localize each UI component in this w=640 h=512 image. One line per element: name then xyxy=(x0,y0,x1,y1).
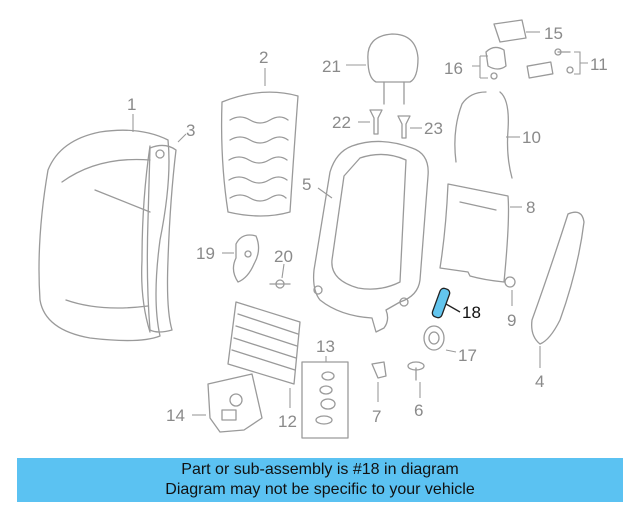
part-bracket[interactable] xyxy=(232,234,260,283)
callout-23: 23 xyxy=(424,119,443,138)
callout-5: 5 xyxy=(302,175,311,194)
callout-6: 6 xyxy=(414,401,423,420)
callout-9: 9 xyxy=(507,311,516,330)
callout-8: 8 xyxy=(526,198,535,217)
callout-15: 15 xyxy=(544,24,563,43)
part-switch-16[interactable] xyxy=(485,46,507,80)
callout-7: 7 xyxy=(372,407,381,426)
banner-line-1: Part or sub-assembly is #18 in diagram xyxy=(181,461,459,478)
callout-22: 22 xyxy=(332,113,351,132)
callout-14: 14 xyxy=(166,406,185,425)
callout-11: 11 xyxy=(590,55,608,74)
callout-1: 1 xyxy=(127,95,136,114)
part-seat-back-frame[interactable] xyxy=(312,140,429,333)
part-clips-kit[interactable] xyxy=(301,361,349,439)
callout-2: 2 xyxy=(259,48,268,67)
part-cable-10[interactable] xyxy=(454,91,513,179)
info-banner: Part or sub-assembly is #18 in diagram D… xyxy=(17,458,623,502)
callout-12: 12 xyxy=(278,412,297,431)
callout-16: 16 xyxy=(444,59,463,78)
part-side-cover-4[interactable] xyxy=(531,211,585,345)
parts-diagram: 1 3 2 21 22 23 5 xyxy=(38,19,608,439)
part-connector-11[interactable] xyxy=(526,48,574,79)
part-pin-6[interactable] xyxy=(407,361,425,381)
part-button-9[interactable] xyxy=(504,276,516,288)
part-headrest[interactable] xyxy=(367,33,419,105)
callout-20: 20 xyxy=(274,247,293,266)
part-headrest-guide-22[interactable] xyxy=(369,109,383,135)
callout-4: 4 xyxy=(535,372,544,391)
part-clip-7[interactable] xyxy=(371,361,387,379)
part-lumbar-mechanism[interactable] xyxy=(207,373,263,433)
callout-3: 3 xyxy=(186,121,195,140)
callout-21: 21 xyxy=(322,57,341,76)
banner-line-2: Diagram may not be specific to your vehi… xyxy=(165,481,475,498)
part-18-highlighted[interactable] xyxy=(431,287,451,319)
callout-10: 10 xyxy=(522,128,541,147)
part-seat-back-cover[interactable] xyxy=(38,129,170,342)
callout-13: 13 xyxy=(316,337,335,356)
part-seat-back-pad[interactable] xyxy=(220,91,299,217)
callout-19: 19 xyxy=(196,244,215,263)
callout-17: 17 xyxy=(458,346,477,365)
part-bezel-15[interactable] xyxy=(493,19,527,43)
part-back-panel[interactable] xyxy=(439,183,510,283)
part-side-trim[interactable] xyxy=(146,144,177,333)
part-headrest-guide-23[interactable] xyxy=(397,115,411,139)
part-lumbar-support[interactable] xyxy=(227,301,301,385)
callout-18: 18 xyxy=(462,303,481,322)
part-knob-17[interactable] xyxy=(423,325,445,351)
part-fastener-20[interactable] xyxy=(269,279,291,289)
